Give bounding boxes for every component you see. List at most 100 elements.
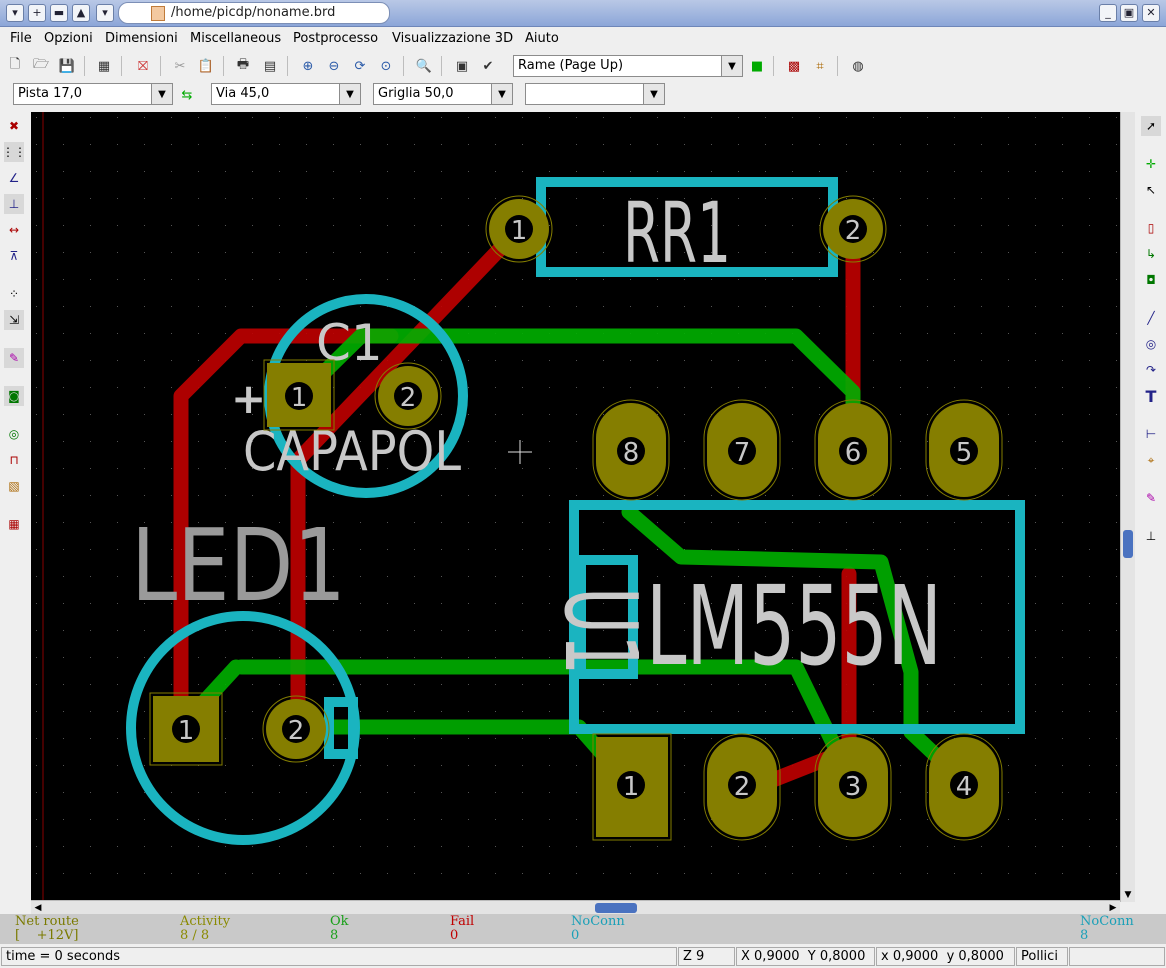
pcb-canvas[interactable]: RR1 C1 CAPAPOL + LED1 LM555N U1 1 2 1: [31, 112, 1120, 900]
cursor-shape-icon[interactable]: ⊼: [9, 249, 19, 263]
layer-pair-icon[interactable]: ■: [750, 58, 764, 74]
close-button[interactable]: ✕: [1142, 4, 1160, 22]
open-folder-icon[interactable]: 🗁: [32, 57, 50, 72]
zoom-fit-icon[interactable]: ⊙: [380, 58, 392, 74]
menu-bar: File Opzioni Dimensioni Miscellaneous Po…: [0, 27, 1166, 51]
high-contrast-icon[interactable]: ▧: [8, 479, 20, 493]
window-lower-button[interactable]: ▾: [96, 4, 114, 22]
maximize-button[interactable]: ▣: [1120, 4, 1138, 22]
zoom-select[interactable]: ▼: [525, 83, 665, 105]
web-icon[interactable]: ◍: [852, 58, 864, 74]
cut-icon[interactable]: ✂: [174, 58, 186, 74]
plot-icon[interactable]: ▤: [263, 58, 277, 74]
module-ratsnest-icon[interactable]: ⇲: [4, 310, 24, 330]
vertical-scroll-thumb[interactable]: [1123, 530, 1133, 558]
pcb-board: RR1 C1 CAPAPOL + LED1 LM555N U1 1 2 1: [31, 112, 1120, 900]
auto-track-width-icon[interactable]: ⇆: [181, 87, 193, 103]
pad-number: 6: [845, 438, 862, 468]
horizontal-scrollbar[interactable]: ◀ ▶: [31, 900, 1120, 915]
save-icon[interactable]: 💾: [58, 58, 76, 74]
led1-label: LED1: [131, 507, 346, 624]
drc-off-icon[interactable]: ✖: [8, 119, 20, 133]
window-raise-button[interactable]: ▲: [72, 4, 90, 22]
find-icon[interactable]: 🔍: [415, 58, 433, 74]
select-arrow-icon[interactable]: ➚: [1141, 116, 1161, 136]
layer-select[interactable]: Rame (Page Up) ▼: [513, 55, 743, 77]
vertical-scrollbar[interactable]: ▼: [1120, 112, 1135, 902]
status-rel-coords: x 0,9000 y 0,8000: [876, 947, 1015, 966]
menu-aiuto[interactable]: Aiuto: [525, 31, 559, 46]
set-origin-icon[interactable]: ⊥: [1145, 529, 1157, 543]
via-size-value: Via 45,0: [216, 86, 270, 101]
menu-dimensioni[interactable]: Dimensioni: [105, 31, 178, 46]
status-zoom: Z 9: [678, 947, 735, 966]
chevron-down-icon[interactable]: ▼: [339, 84, 360, 104]
menu-opzioni[interactable]: Opzioni: [44, 31, 93, 46]
chevron-down-icon[interactable]: ▼: [151, 84, 172, 104]
layers-manager-icon[interactable]: ▦: [8, 517, 20, 531]
add-line-icon[interactable]: ╱: [1147, 311, 1155, 325]
pad-number: 2: [288, 716, 305, 746]
add-zone-icon[interactable]: ◘: [1146, 273, 1156, 287]
add-arc-icon[interactable]: ↷: [1145, 363, 1157, 377]
fabrication-icon[interactable]: ▩: [787, 58, 801, 74]
add-track-icon[interactable]: ↳: [1145, 247, 1157, 261]
units-mm-icon[interactable]: ↔: [8, 223, 20, 237]
page-settings-icon[interactable]: ▦: [97, 58, 111, 74]
add-circle-icon[interactable]: ◎: [1145, 337, 1157, 351]
zone-display-icon[interactable]: ◙: [4, 386, 24, 406]
grid-toggle-icon[interactable]: ⋮⋮: [2, 142, 26, 162]
scroll-down-icon[interactable]: ▼: [1124, 890, 1132, 900]
pad-sketch-icon[interactable]: ◎: [8, 427, 20, 441]
drc-icon[interactable]: ✔: [482, 58, 494, 74]
redraw-icon[interactable]: ⟳: [354, 58, 366, 74]
print-icon[interactable]: 🖶: [236, 57, 250, 72]
chevron-down-icon[interactable]: ▼: [721, 56, 742, 76]
netlist-icon[interactable]: ▣: [455, 58, 469, 74]
paste-icon[interactable]: 📋: [197, 58, 215, 74]
module-editor-icon[interactable]: ⛝: [138, 58, 148, 74]
autoplace-icon[interactable]: ⌗: [816, 58, 824, 74]
status-units: Pollici: [1016, 947, 1068, 966]
units-inch-icon[interactable]: ⊥: [4, 194, 24, 214]
u1-outline: [569, 500, 1025, 734]
delete-icon[interactable]: ✎: [1145, 491, 1157, 505]
menu-postprocesso[interactable]: Postprocesso: [293, 31, 379, 46]
chevron-down-icon[interactable]: ▼: [643, 84, 664, 104]
track-green: [621, 504, 974, 792]
polar-coords-icon[interactable]: ∠: [8, 171, 20, 185]
pad-number: 1: [623, 772, 640, 802]
minimize-button[interactable]: _: [1099, 4, 1117, 22]
window-sticky-button[interactable]: +: [28, 4, 46, 22]
via-size-select[interactable]: Via 45,0 ▼: [211, 83, 361, 105]
r1-label: RR1: [623, 184, 731, 282]
pad-number: 3: [845, 772, 862, 802]
scroll-right-icon[interactable]: ▶: [1109, 903, 1117, 913]
pad-number: 8: [623, 438, 640, 468]
menu-visualizzazione-3d[interactable]: Visualizzazione 3D: [392, 31, 514, 46]
window-title: /home/picdp/noname.brd: [171, 5, 336, 20]
track-sketch-icon[interactable]: ⊓: [9, 453, 19, 467]
horizontal-scroll-thumb[interactable]: [595, 903, 637, 913]
noconn-value: 0: [571, 928, 580, 943]
scroll-left-icon[interactable]: ◀: [34, 903, 42, 913]
ratsnest-icon[interactable]: ⁘: [8, 287, 20, 301]
menu-miscellaneous[interactable]: Miscellaneous: [190, 31, 282, 46]
window-menu-button[interactable]: ▾: [6, 4, 24, 22]
status-bar: time = 0 seconds Z 9 X 0,9000 Y 0,8000 x…: [0, 945, 1166, 968]
add-module-icon[interactable]: ▯: [1147, 221, 1155, 235]
local-ratsnest-icon[interactable]: ↖: [1145, 183, 1157, 197]
add-text-icon[interactable]: T: [1145, 386, 1157, 406]
auto-delete-track-icon[interactable]: ✎: [4, 348, 24, 368]
zoom-in-icon[interactable]: ⊕: [302, 58, 314, 74]
add-dimension-icon[interactable]: ⊢: [1145, 427, 1157, 441]
new-file-icon[interactable]: 🗋: [9, 57, 21, 72]
chevron-down-icon[interactable]: ▼: [491, 84, 512, 104]
add-mire-icon[interactable]: ⌖: [1147, 452, 1155, 467]
zoom-out-icon[interactable]: ⊖: [328, 58, 340, 74]
highlight-net-icon[interactable]: ✛: [1145, 157, 1157, 171]
menu-file[interactable]: File: [10, 31, 32, 46]
grid-select[interactable]: Griglia 50,0 ▼: [373, 83, 513, 105]
track-width-select[interactable]: Pista 17,0 ▼: [13, 83, 173, 105]
window-shade-button[interactable]: ▬: [50, 4, 68, 22]
